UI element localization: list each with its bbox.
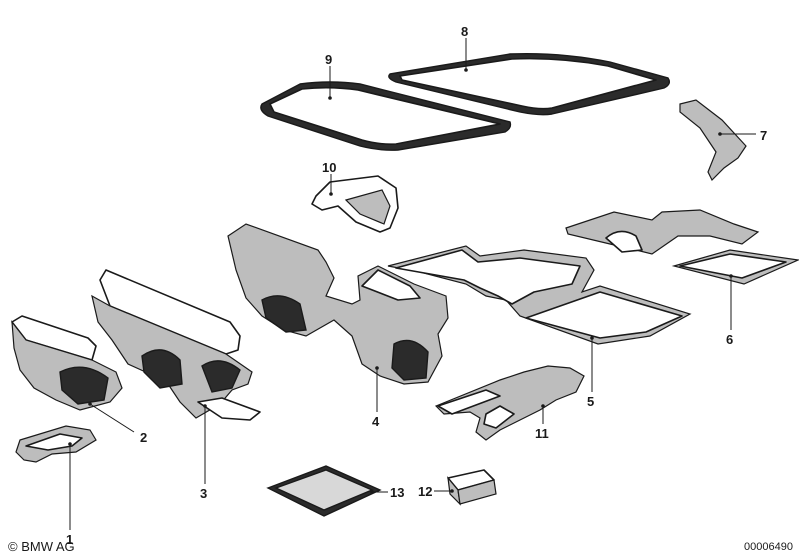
part-1-footrest-trim[interactable] (15, 425, 97, 463)
copyright-text: © BMW AG (8, 539, 75, 554)
callout-9: 9 (325, 52, 332, 67)
callout-5: 5 (587, 394, 594, 409)
part-2-side-insulation[interactable] (11, 315, 123, 411)
part-10-tunnel-insulation[interactable] (311, 175, 399, 233)
part-4-bulkhead-insulation[interactable] (227, 223, 449, 385)
callout-1: 1 (66, 532, 73, 547)
callout-2: 2 (140, 430, 147, 445)
callout-10: 10 (322, 160, 336, 175)
part-8-headliner-panel[interactable] (388, 52, 671, 116)
callout-7: 7 (760, 128, 767, 143)
callout-12: 12 (418, 484, 432, 499)
part-12-insulation-block[interactable] (447, 469, 497, 506)
callout-3: 3 (200, 486, 207, 501)
diagram-code: 00006490 (744, 541, 793, 553)
part-9-headliner-panel[interactable] (260, 81, 512, 151)
leader-lines (68, 38, 756, 530)
part-6-rear-floor-mat[interactable] (565, 209, 799, 285)
callout-11: 11 (535, 426, 549, 441)
part-7-pillar-trim[interactable] (679, 99, 747, 182)
callout-4: 4 (372, 414, 380, 429)
callout-13: 13 (390, 485, 404, 500)
callout-6: 6 (726, 332, 733, 347)
part-5-front-floor-mat[interactable] (387, 245, 692, 345)
part-11-floor-insulation[interactable] (434, 365, 585, 441)
part-3-dashboard-insulation[interactable] (91, 269, 261, 421)
callout-8: 8 (461, 24, 468, 39)
part-13-flat-mat[interactable] (266, 465, 382, 517)
callout-numbers: 1 2 3 4 5 6 7 8 9 10 11 12 13 (66, 24, 767, 547)
